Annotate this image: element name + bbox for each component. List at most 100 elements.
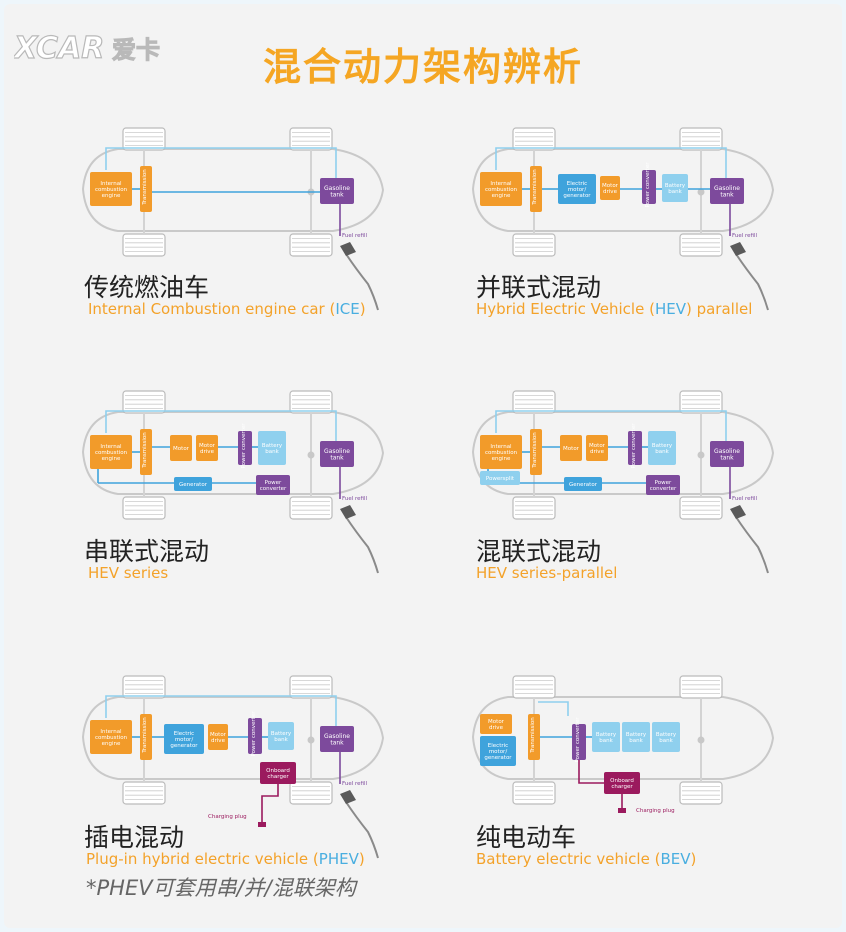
engine-box	[480, 172, 522, 206]
powersplit-box	[480, 471, 520, 485]
transmission-box	[140, 714, 152, 760]
transmission-label: Transmission	[530, 717, 536, 754]
fuel-line	[105, 410, 337, 443]
motor-label: Motor	[563, 446, 580, 452]
panel-title-en: HEV series	[88, 564, 169, 582]
motor-drive-box	[196, 435, 218, 461]
panel-title-cn: 传统燃油车	[84, 273, 210, 302]
wheel	[122, 233, 166, 257]
wheel	[512, 127, 556, 151]
transmission-label: Transmission	[532, 432, 538, 469]
page-title: 混合动力架构辨析	[262, 45, 583, 89]
differential	[697, 736, 705, 744]
transmission-box	[528, 714, 540, 760]
fuel-refill-label: Fuel refill	[732, 496, 758, 502]
panel-title-en: Hybrid Electric Vehicle (HEV) parallel	[476, 300, 753, 318]
onboard-charger-box	[604, 772, 640, 794]
power-converter-2-box	[646, 475, 680, 495]
wheel	[512, 496, 556, 520]
battery-bank-1-box	[592, 722, 620, 752]
power-converter-label: Power converter	[241, 423, 247, 469]
motor-box	[560, 435, 582, 461]
panel-title-en: HEV series-parallel	[476, 564, 618, 582]
gasoline-tank-box	[320, 726, 354, 752]
fuel-line	[495, 147, 727, 180]
charge-line	[261, 784, 279, 808]
wheel	[512, 781, 556, 805]
logo-text: XCAR	[14, 31, 104, 66]
wheel	[289, 127, 333, 151]
car-body-outline	[81, 411, 385, 495]
powersplit-label: Powersplit	[486, 476, 515, 482]
car-body-outline	[471, 148, 775, 232]
fuel-nozzle-icon	[730, 505, 769, 574]
charging-plug-label: Charging plug	[636, 808, 675, 814]
power-converter-box	[628, 431, 642, 465]
fuel-line	[105, 695, 337, 728]
battery-bank-2-box	[622, 722, 650, 752]
transmission-box	[530, 166, 542, 212]
power-converter-2-box	[256, 475, 290, 495]
motor-box	[170, 435, 192, 461]
engine-box	[90, 172, 132, 206]
panel-title-en: Battery electric vehicle (BEV)	[476, 850, 697, 868]
motor-drive-box	[600, 176, 620, 200]
plug-icon	[258, 822, 266, 827]
car-body-outline	[81, 696, 385, 780]
wheel	[289, 390, 333, 414]
motor-drive-box	[586, 435, 608, 461]
generator-label: Generator	[179, 482, 208, 488]
car-body-outline	[471, 696, 775, 780]
gasoline-tank-box	[320, 441, 354, 467]
wheel	[679, 127, 723, 151]
xcar-logo: XCAR 爱卡	[11, 28, 174, 68]
fuel-refill-label: Fuel refill	[342, 496, 368, 502]
generator-box	[174, 477, 212, 491]
electric-motor-generator-box	[558, 174, 596, 204]
footnote: *PHEV可套用串/并/混联架构	[86, 876, 356, 900]
wheel	[679, 233, 723, 257]
wheel	[679, 390, 723, 414]
power-converter-label: Power converter	[645, 162, 651, 208]
panel-title-cn: 纯电动车	[476, 823, 577, 852]
fuel-nozzle-icon	[340, 790, 379, 859]
power-converter-box	[248, 718, 262, 754]
battery-bank-box	[662, 174, 688, 202]
wheel	[122, 675, 166, 699]
panel-title-en: Internal Combustion engine car (ICE)	[88, 300, 366, 318]
transmission-box	[140, 166, 152, 212]
battery-bank-box	[268, 722, 294, 750]
differential	[307, 736, 315, 744]
power-converter-box	[238, 431, 252, 465]
wheel	[512, 390, 556, 414]
wheel	[512, 233, 556, 257]
panel-title-cn: 插电混动	[84, 823, 185, 852]
charge-line	[578, 760, 604, 784]
fuel-line	[495, 410, 727, 443]
wheel	[512, 675, 556, 699]
wheel	[679, 496, 723, 520]
